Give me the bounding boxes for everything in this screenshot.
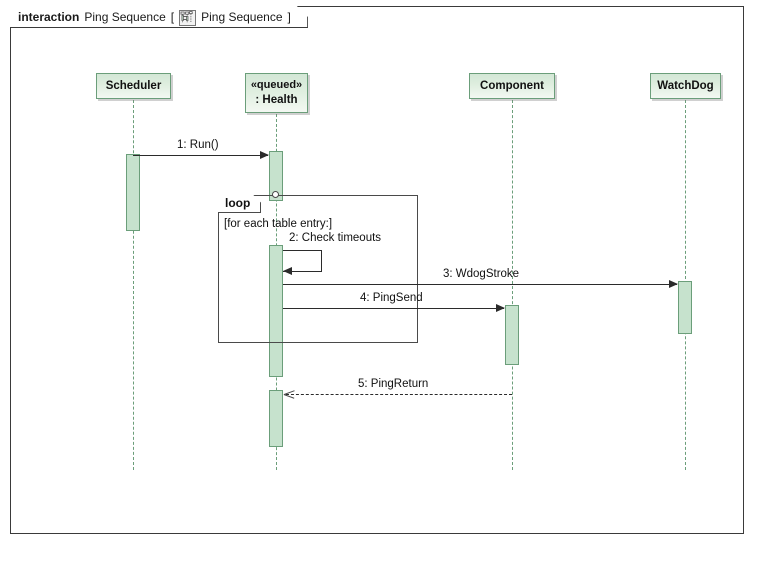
lifeline-label-scheduler: Scheduler	[105, 79, 162, 92]
activation-scheduler-1[interactable]	[126, 154, 140, 231]
frame-name: Ping Sequence	[84, 9, 166, 24]
message-line-2[interactable]	[283, 250, 322, 272]
frame-bracket-open: [	[170, 9, 175, 24]
sequence-diagram-icon	[179, 10, 196, 26]
combined-fragment-guard: [for each table entry:]	[224, 218, 333, 230]
activation-health-2[interactable]	[269, 245, 283, 377]
arrowhead-message-3	[669, 279, 678, 288]
message-label-2: 2: Check timeouts	[289, 232, 382, 244]
frame-bracket-close: ]	[287, 9, 291, 24]
combined-fragment-port-icon	[272, 191, 279, 198]
lifeline-head-watchdog[interactable]: WatchDog	[650, 73, 721, 99]
arrowhead-message-2	[283, 267, 292, 275]
arrowhead-message-1	[260, 150, 269, 159]
activation-health-3[interactable]	[269, 390, 283, 447]
message-line-3[interactable]	[283, 284, 677, 285]
message-label-5: 5: PingReturn	[358, 378, 429, 390]
lifeline-stereotype-health: «queued»	[250, 79, 303, 91]
combined-fragment-loop[interactable]	[218, 195, 418, 343]
lifeline-component	[512, 100, 513, 470]
lifeline-head-component[interactable]: Component	[469, 73, 555, 99]
message-line-1[interactable]	[133, 155, 268, 156]
message-line-5[interactable]	[286, 394, 512, 395]
activation-health-1[interactable]	[269, 151, 283, 201]
arrowhead-message-5	[284, 389, 295, 400]
activation-component-1[interactable]	[505, 305, 519, 365]
message-line-4[interactable]	[283, 308, 504, 309]
lifeline-head-health[interactable]: «queued» : Health	[245, 73, 308, 113]
activation-watchdog-1[interactable]	[678, 281, 692, 334]
lifeline-label-component: Component	[480, 79, 544, 92]
frame-diagram-name: Ping Sequence	[201, 9, 283, 24]
frame-keyword: interaction	[18, 9, 80, 24]
lifeline-scheduler	[133, 100, 134, 470]
message-label-1: 1: Run()	[177, 139, 219, 151]
combined-fragment-operator: loop	[218, 195, 261, 213]
message-label-3: 3: WdogStroke	[443, 268, 520, 280]
diagram-frame-header: interaction Ping Sequence [ Ping Sequenc…	[10, 6, 308, 28]
lifeline-head-scheduler[interactable]: Scheduler	[96, 73, 171, 99]
lifeline-label-watchdog: WatchDog	[657, 79, 714, 92]
message-label-4: 4: PingSend	[360, 292, 423, 304]
arrowhead-message-4	[496, 303, 505, 312]
lifeline-label-health: : Health	[255, 94, 298, 106]
